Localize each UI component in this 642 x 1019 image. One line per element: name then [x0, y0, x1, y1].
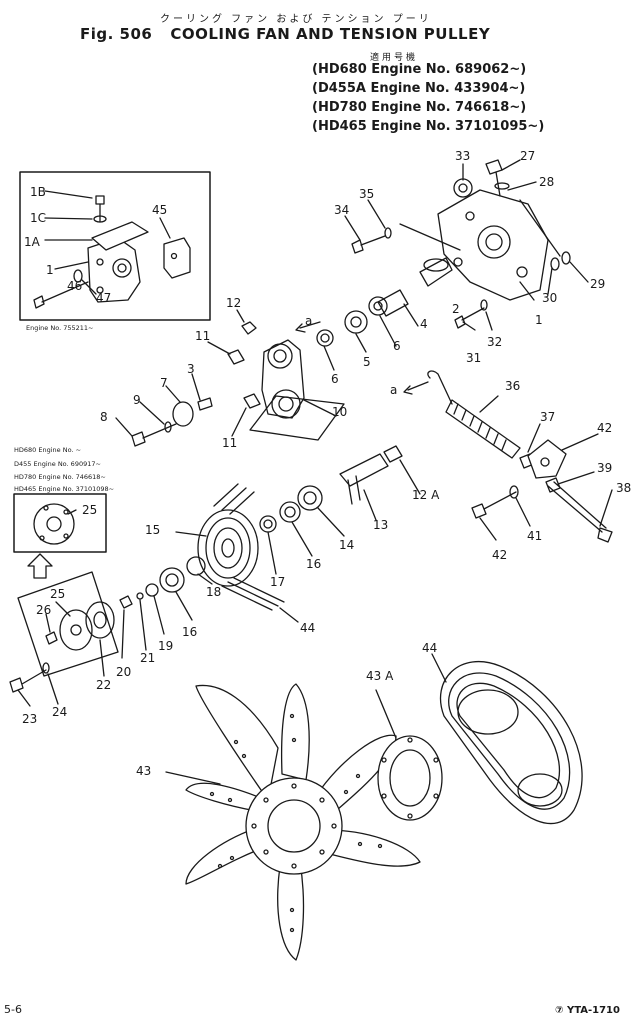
part-label: 34: [334, 203, 349, 217]
part-label: 21: [140, 651, 155, 665]
part-label: 25: [50, 587, 65, 601]
part-label: 4: [420, 317, 428, 331]
part-label: 30: [542, 291, 557, 305]
part-label: 41: [527, 529, 542, 543]
part-label: 17: [270, 575, 285, 589]
part-label: 16: [182, 625, 197, 639]
part-number-labels: 1B 1C 1A 1 45 46 47 Engine No. 755211~ 3…: [14, 149, 631, 778]
part-label: 8: [100, 410, 108, 424]
part-label: 12 A: [412, 488, 440, 502]
part-label: 20: [116, 665, 131, 679]
part-label: 13: [373, 518, 388, 532]
pulley-stack: [119, 445, 421, 659]
applicable-engines: HD680 Engine No. 689062~ D455A Engine No…: [312, 60, 544, 136]
part-label: 23: [22, 712, 37, 726]
part-label: 38: [616, 481, 631, 495]
part-label: 32: [487, 335, 502, 349]
japanese-title: クーリング ファン および テンション プーリ: [160, 14, 432, 25]
inset-hub-plate: [13, 493, 107, 579]
part-label: 39: [597, 461, 612, 475]
part-label: 5: [363, 355, 371, 369]
part-label: 45: [152, 203, 167, 217]
part-label: 27: [520, 149, 535, 163]
tension-arm-assembly: [115, 289, 419, 447]
figure-title: Fig. 506 COOLING FAN AND TENSION PULLEY: [80, 25, 490, 43]
part-label: 1: [46, 263, 54, 277]
part-label: 11: [222, 436, 237, 450]
part-label: 14: [339, 538, 354, 552]
cooling-fan: [165, 683, 421, 961]
part-label: 15: [145, 523, 160, 537]
part-label: 18: [206, 585, 221, 599]
part-label: 1A: [24, 235, 41, 249]
part-label: 7: [160, 376, 168, 390]
serial-note: HD680 Engine No. ~: [14, 446, 81, 454]
part-label: 44: [300, 621, 315, 635]
part-label: 33: [455, 149, 470, 163]
inset-bracket-assembly: [19, 171, 211, 321]
part-label: 42: [597, 421, 612, 435]
part-label: 37: [540, 410, 555, 424]
applicable-heading: 適用号機: [370, 53, 419, 63]
part-label: 24: [52, 705, 67, 719]
serial-note: D455 Engine No. 690917~: [14, 460, 101, 468]
part-label: 2: [452, 302, 460, 316]
part-label: 28: [539, 175, 554, 189]
tension-spring-assembly: [403, 370, 613, 543]
applicable-engine: D455A Engine No. 433904~: [312, 79, 544, 98]
serial-note: HD780 Engine No. 746618~: [14, 473, 106, 481]
part-label: 29: [590, 277, 605, 291]
part-label: 9: [133, 393, 141, 407]
part-label: 3: [187, 362, 195, 376]
fan-belt-set: [431, 653, 583, 825]
applicable-engine: HD465 Engine No. 37101095~: [312, 117, 544, 136]
tension-bracket-assembly: [344, 159, 589, 331]
part-label: 36: [505, 379, 520, 393]
part-label: 47: [96, 291, 111, 305]
part-label: 43 A: [366, 669, 394, 683]
reference-a: a: [305, 314, 312, 328]
figure-number: Fig. 506: [80, 25, 153, 43]
part-label: 12: [226, 296, 241, 310]
part-label: 16: [306, 557, 321, 571]
part-label: 6: [393, 339, 401, 353]
part-label: 1B: [30, 185, 46, 199]
page-number: 5-6: [4, 1003, 22, 1016]
part-label: 44: [422, 641, 437, 655]
part-label: 11: [195, 329, 210, 343]
part-label: 19: [158, 639, 173, 653]
part-label: 1: [535, 313, 543, 327]
part-label: 10: [332, 405, 347, 419]
fan-spacer: [375, 689, 443, 821]
part-label: 26: [36, 603, 51, 617]
part-label: 42: [492, 548, 507, 562]
applicable-engine: HD680 Engine No. 689062~: [312, 60, 544, 79]
part-label: 1C: [30, 211, 46, 225]
part-label: 46: [67, 279, 82, 293]
serial-note: HD465 Engine No. 37101098~: [14, 485, 114, 493]
part-label: 25: [82, 503, 97, 517]
inset-engine-note: Engine No. 755211~: [26, 324, 93, 332]
part-label: 43: [136, 764, 151, 778]
part-label: 22: [96, 678, 111, 692]
reference-a: a: [390, 383, 397, 397]
part-label: 35: [359, 187, 374, 201]
document-code: ⑦ YTA-1710: [555, 1005, 620, 1016]
hub-assembly: [9, 571, 119, 707]
part-label: 31: [466, 351, 481, 365]
part-label: 6: [331, 372, 339, 386]
figure-name: COOLING FAN AND TENSION PULLEY: [170, 25, 491, 43]
applicable-engine: HD780 Engine No. 746618~: [312, 98, 544, 117]
